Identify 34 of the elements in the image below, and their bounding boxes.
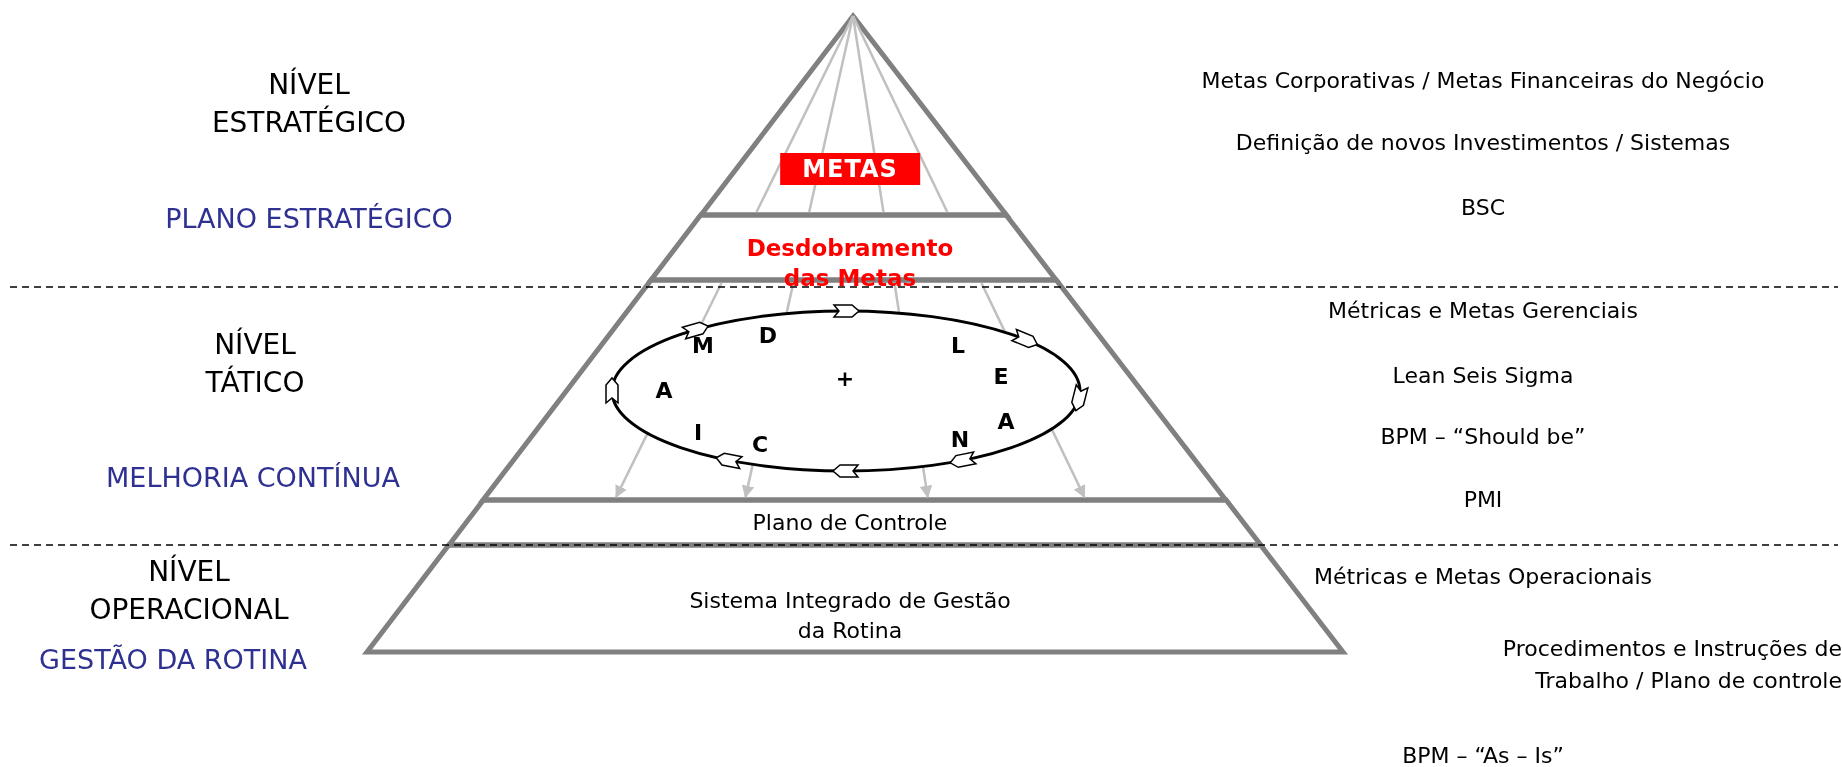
note-text: BSC xyxy=(1459,194,1506,222)
cycle-letter: E xyxy=(993,363,1009,389)
plus-sign: + xyxy=(835,365,855,391)
note-text: Definição de novos Investimentos / Sistemas xyxy=(1234,129,1732,157)
note-text: PMI xyxy=(1462,486,1504,514)
goal-label: METAS xyxy=(780,153,920,185)
level-label: MELHORIA CONTÍNUA xyxy=(105,461,401,495)
cycle-letter: L xyxy=(951,332,965,358)
level-label: GESTÃO DA ROTINA xyxy=(38,643,308,677)
note-text: BPM – “Should be” xyxy=(1379,423,1587,451)
arrow xyxy=(919,466,933,499)
level-label: PLANO ESTRATÉGICO xyxy=(164,202,454,236)
arrow xyxy=(615,432,649,499)
note-text: Procedimentos e Instruções de Trabalho / Plano de controle xyxy=(1501,635,1842,695)
cycle-letter: M xyxy=(692,332,714,358)
note-text: Métricas e Metas Gerenciais xyxy=(1327,297,1639,325)
note-text: Lean Seis Sigma xyxy=(1391,362,1575,390)
tier-title: Sistema Integrado de Gestão da Rotina xyxy=(688,587,1012,645)
arrow xyxy=(741,464,755,499)
cycle-letter: A xyxy=(655,377,673,403)
cycle-letter: N xyxy=(950,426,970,452)
note-text: BPM – “As – Is” xyxy=(1401,742,1565,767)
cycle-letter: I xyxy=(693,419,703,445)
tier-title: Plano de Controle xyxy=(752,510,948,535)
note-text: Métricas e Metas Operacionais xyxy=(1313,563,1653,591)
tier-title: Desdobramento das Metas xyxy=(745,234,955,293)
arrow xyxy=(1050,428,1086,499)
cycle-letter: A xyxy=(997,408,1015,434)
cycle-letter: C xyxy=(751,431,769,457)
level-label: NÍVEL TÁTICO xyxy=(204,326,306,401)
level-label: NÍVEL ESTRATÉGICO xyxy=(210,66,408,141)
level-label: NÍVEL OPERACIONAL xyxy=(88,553,290,628)
note-text: Metas Corporativas / Metas Financeiras do Negócio xyxy=(1200,67,1766,95)
cycle-letter: D xyxy=(758,322,778,348)
